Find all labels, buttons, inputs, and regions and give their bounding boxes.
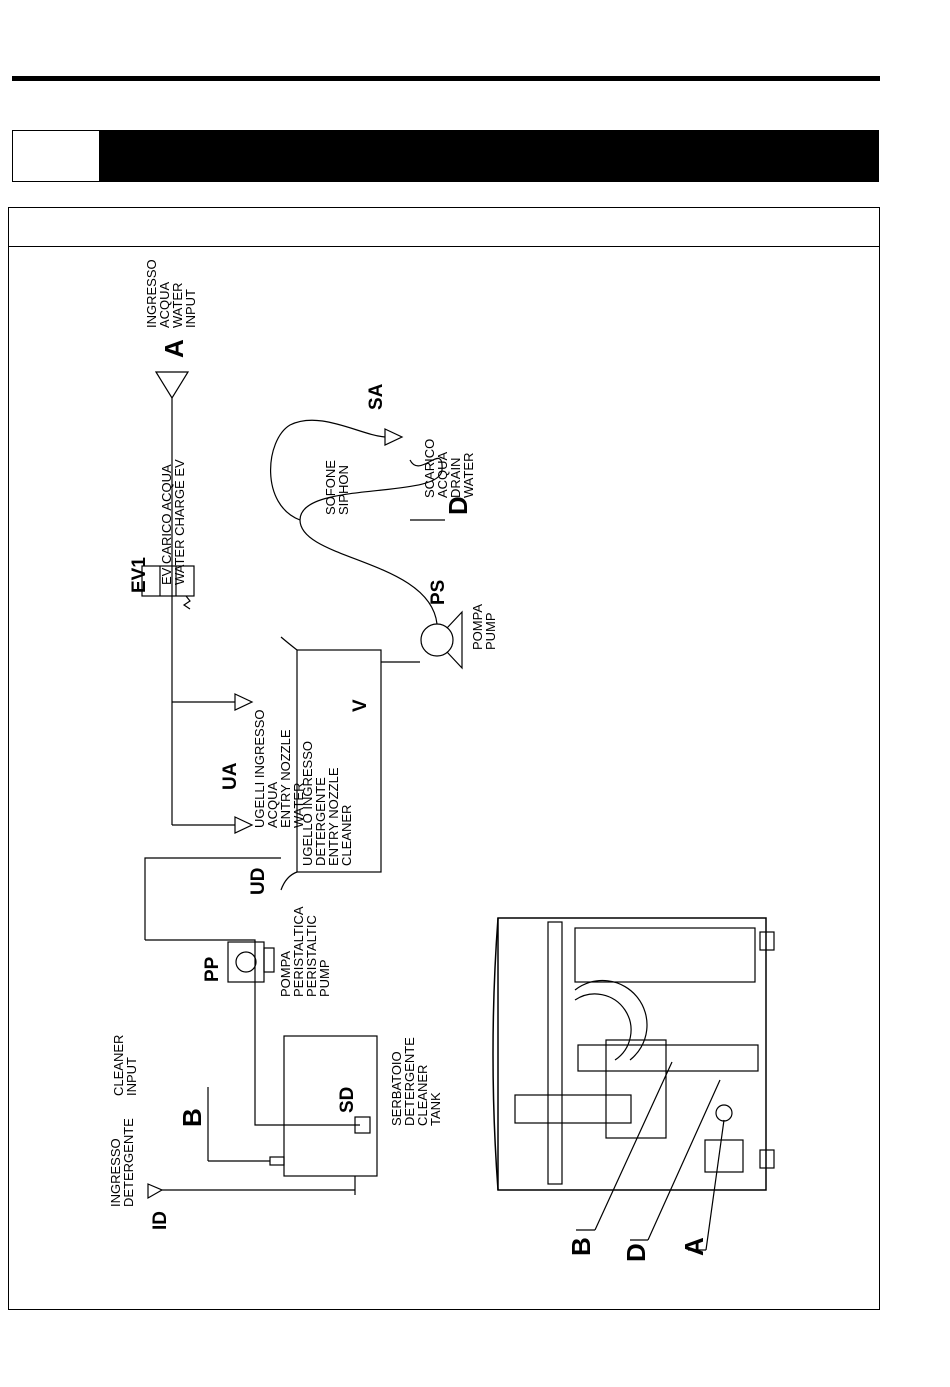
component-code: PS [428,580,449,605]
component-label-line: UGELLO INGRESSO [300,741,315,866]
component-label-line: CLEANER [111,1035,126,1096]
component-label-line: SCARICO [422,439,437,498]
component-label-line: INPUT [124,1057,139,1096]
component-label-line: PERISTALTICA [291,906,306,997]
component-label-line: POMPA [470,604,485,650]
section-title-bar [99,131,878,181]
component-label-line: PUMP [483,612,498,650]
component-label-line: INGRESSO [108,1138,123,1207]
component-code: SA [366,383,387,410]
component-code: V [350,699,371,712]
component-v: V [350,699,371,712]
component-label-line: PERISTALTIC [304,915,319,997]
top-rule [12,76,880,81]
component-label-line: CLEANER [339,805,354,866]
component-label-line: WATER [291,783,306,829]
callout-b: B [566,1237,596,1256]
component-label-line: PUMP [317,959,332,997]
component-label-line: CLEANER [415,1065,430,1126]
diagram-frame [8,207,880,1310]
component-label-line: ENTRY NOZZLE [278,729,293,828]
component-code: PP [202,956,223,982]
component-label-line: WATER [170,283,185,329]
component-code: UA [220,762,241,790]
component-code: SD [337,1087,358,1113]
component-code: EV1 [129,557,150,593]
component-label-line: INPUT [183,289,198,328]
component-code: D [443,496,473,515]
component-label-line: TANK [428,1092,443,1126]
frame-divider [8,246,880,247]
component-label-line: DRAIN [448,458,463,498]
component-label-line: SIPHON [336,465,351,515]
component-label-line: DETERGENTE [121,1118,136,1207]
component-label-line: WATER [461,453,476,499]
component-label-line: INGRESSO [144,259,159,328]
component-label-line: SOFONE [323,460,338,515]
component-label-line: DETERGENTE [402,1037,417,1126]
component-label-line: WATER CHARGE EV [172,459,187,585]
component-label-line: EV CARICO ACQUA [159,464,174,585]
component-label-line: DETERGENTE [313,777,328,866]
component-label-line: UGELLI INGRESSO [252,710,267,828]
component-code: B [177,1108,207,1127]
section-header [12,130,879,182]
callout-d: D [621,1243,651,1262]
component-code: ID [150,1211,171,1230]
component-label-line: ACQUA [435,451,450,498]
component-label-line: ACQUA [265,781,280,828]
component-code: UD [248,868,269,895]
component-label-line: ACQUA [157,281,172,328]
callout-a: A [679,1237,709,1256]
component-label-line: POMPA [278,951,293,997]
component-label-line: ENTRY NOZZLE [326,767,341,866]
component-code: A [159,339,189,358]
component-label-line: SERBATOIO [389,1051,404,1126]
